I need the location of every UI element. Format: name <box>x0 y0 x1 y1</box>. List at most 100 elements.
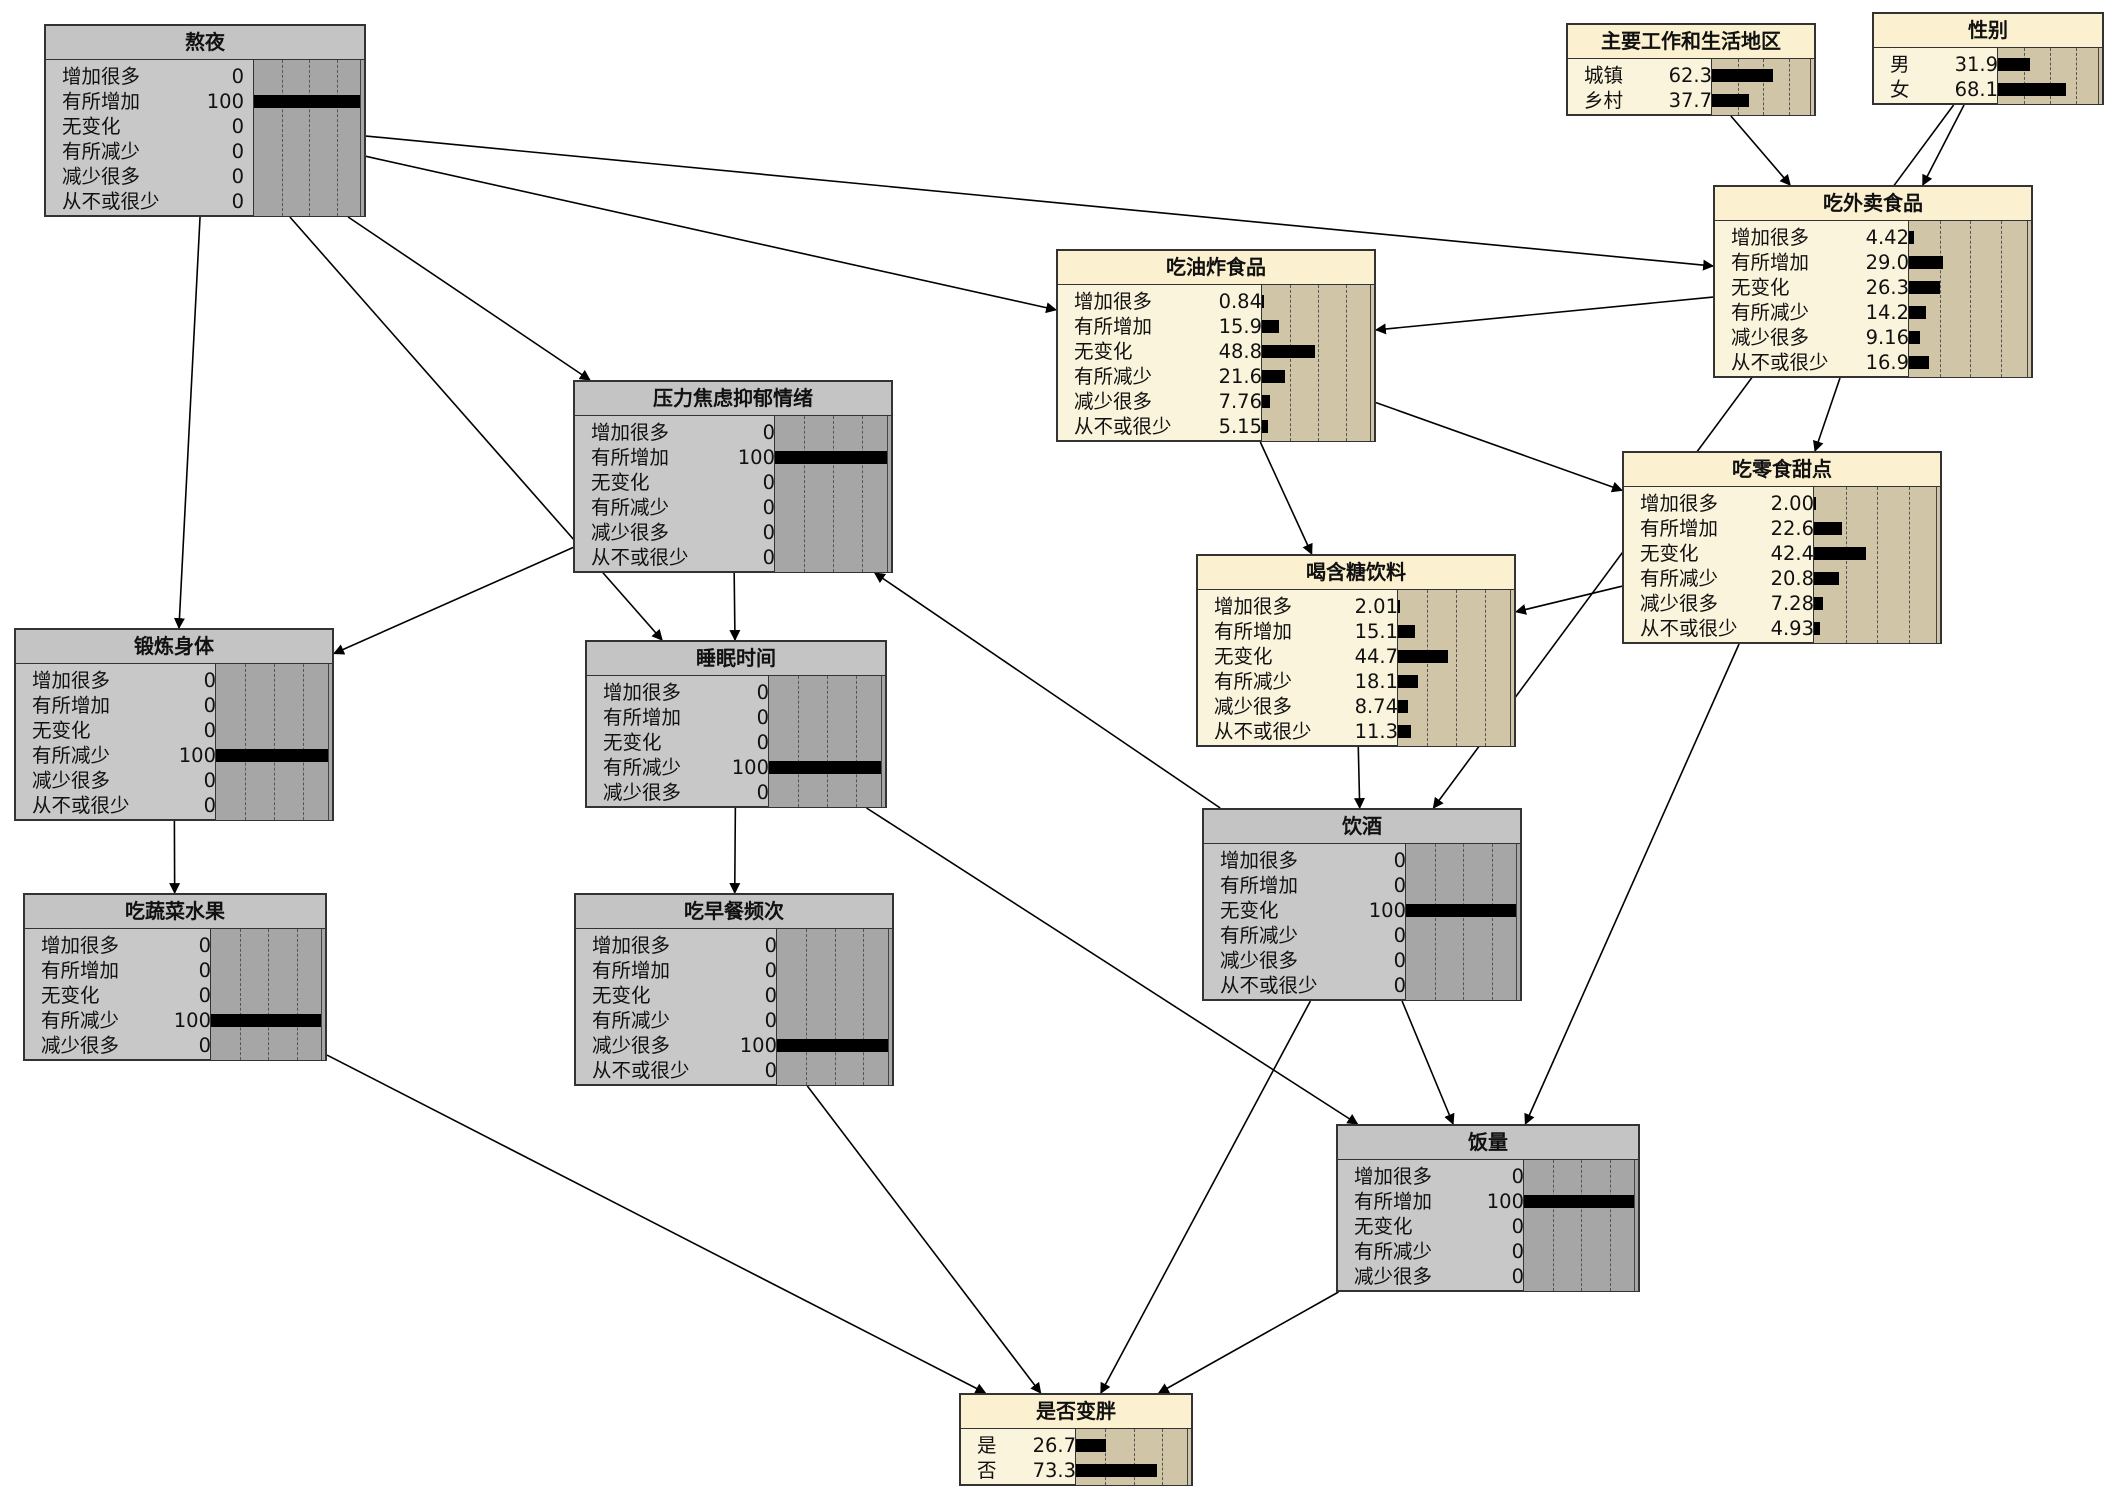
chart-gridline <box>2000 221 2002 377</box>
state-label: 有所增加 <box>1640 517 1719 540</box>
chart-gridline <box>239 929 241 1060</box>
state-label: 减少很多 <box>592 1034 671 1057</box>
probability-bar <box>1909 356 1929 369</box>
chart-gridline <box>321 929 322 1060</box>
chart-gridline <box>268 929 269 1060</box>
edge-staying-up-late-to-exercise <box>173 216 201 630</box>
state-label: 从不或很少 <box>1074 415 1172 438</box>
chart-gridline <box>2076 48 2077 104</box>
